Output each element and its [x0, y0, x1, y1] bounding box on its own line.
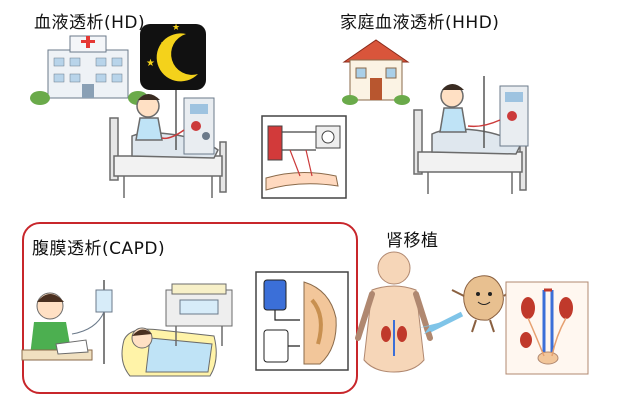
home-dialysis-machine-icon — [467, 76, 529, 148]
peritoneal-bag-icon — [255, 271, 349, 371]
abdomen-anatomy-icon — [505, 281, 589, 375]
label-hhd: 家庭血液透析(HHD) — [340, 13, 500, 33]
svg-text:★: ★ — [146, 58, 155, 69]
iv-stand-icon — [71, 280, 113, 364]
transfer-arrow-icon — [418, 311, 464, 334]
svg-text:★: ★ — [172, 23, 180, 33]
human-body-icon — [355, 251, 433, 373]
capd-child-icon — [21, 292, 93, 361]
kidney-character-icon — [451, 275, 515, 333]
label-hd: 血液透析(HD) — [34, 13, 146, 33]
house-icon — [342, 39, 410, 105]
arm-fistula-icon — [261, 115, 347, 199]
dialysis-machine-icon — [161, 90, 215, 155]
svg-text:★: ★ — [160, 37, 172, 52]
hospital-icon — [30, 35, 148, 105]
capd-bed-icon — [121, 327, 217, 377]
cycler-machine-icon — [165, 283, 233, 346]
capd-frame — [22, 222, 358, 394]
home-patient-bed-icon — [413, 84, 527, 194]
night-moon-icon: ★ ★ ★ — [140, 23, 206, 90]
label-transplant: 肾移植 — [386, 231, 439, 251]
label-capd: 腹膜透析(CAPD) — [32, 239, 166, 259]
